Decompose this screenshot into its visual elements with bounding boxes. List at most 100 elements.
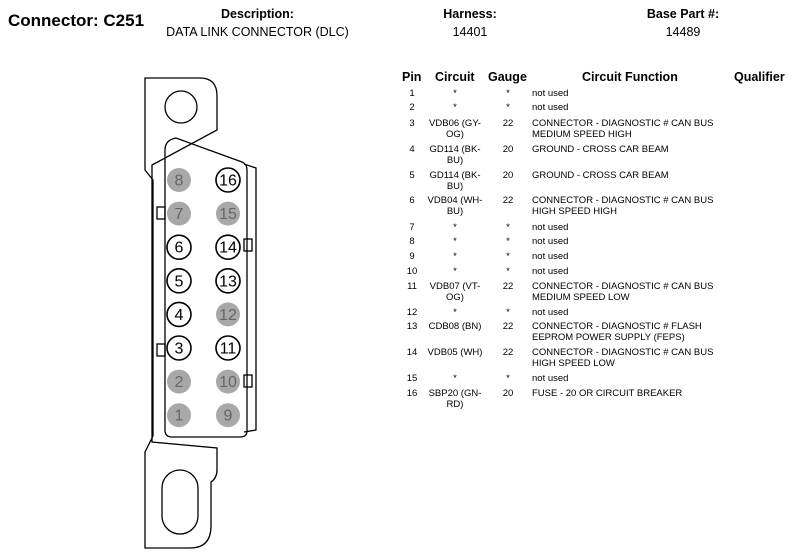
- row-function: not used: [532, 222, 569, 233]
- row-circuit: VDB07 (VT-OG): [429, 281, 481, 303]
- pin-10-circle: [216, 369, 240, 394]
- pin-2-label: 2: [175, 374, 184, 391]
- row-function: GROUND - CROSS CAR BEAM: [532, 144, 669, 155]
- pin-9-circle: [216, 403, 240, 428]
- row-function: CONNECTOR - DIAGNOSTIC # CAN BUS MEDIUM …: [532, 118, 714, 140]
- row-circuit: GD114 (BK-BU): [429, 170, 481, 192]
- row-circuit: *: [453, 88, 457, 99]
- row-function: CONNECTOR - DIAGNOSTIC # CAN BUS HIGH SP…: [532, 195, 714, 217]
- row-gauge: 22: [502, 118, 514, 129]
- row-gauge: 22: [502, 347, 514, 358]
- row-gauge: *: [506, 222, 510, 233]
- row-pin: 9: [409, 251, 415, 262]
- row-circuit: SBP20 (GN-RD): [428, 388, 482, 410]
- pin-7-circle: [167, 201, 191, 226]
- row-function: not used: [532, 307, 569, 318]
- pin-1-circle: [167, 403, 191, 428]
- row-function: CONNECTOR - DIAGNOSTIC # CAN BUS HIGH SP…: [532, 347, 714, 369]
- pin-1-label: 1: [175, 408, 184, 425]
- row-gauge: *: [506, 102, 510, 113]
- pin-12-circle: [216, 302, 240, 327]
- row-pin: 4: [409, 144, 415, 155]
- row-gauge: 22: [502, 281, 514, 292]
- row-function: not used: [532, 236, 569, 247]
- row-pin: 3: [409, 118, 415, 129]
- pin-4-circle: [166, 301, 192, 328]
- row-circuit: VDB04 (WH-BU): [427, 195, 483, 217]
- pin-5-label: 5: [175, 273, 184, 290]
- row-gauge: 20: [502, 144, 514, 155]
- pin-9-label: 9: [224, 408, 233, 425]
- row-pin: 7: [409, 222, 415, 233]
- pin-10-label: 10: [219, 374, 237, 391]
- row-gauge: 20: [502, 170, 514, 181]
- pin-12-label: 12: [219, 307, 237, 324]
- pin-13-label: 13: [219, 273, 237, 290]
- row-circuit: *: [453, 373, 457, 384]
- pin-7-label: 7: [175, 206, 184, 223]
- row-function: not used: [532, 88, 569, 99]
- pin-8-label: 8: [175, 173, 184, 190]
- pin-6-circle: [166, 234, 192, 260]
- row-pin: 11: [407, 281, 417, 292]
- row-circuit: CDB08 (BN): [428, 321, 482, 332]
- row-pin: 14: [406, 347, 418, 358]
- row-pin: 15: [406, 373, 418, 384]
- pin-2-circle: [167, 369, 191, 394]
- pin-13-circle: [215, 267, 241, 294]
- pin-5-circle: [166, 267, 192, 294]
- row-function: FUSE - 20 OR CIRCUIT BREAKER: [532, 388, 683, 399]
- row-pin: 1: [409, 88, 415, 99]
- column-header-gauge: Gauge: [488, 70, 527, 84]
- row-circuit: *: [453, 307, 457, 318]
- row-pin: 8: [409, 236, 415, 247]
- pin-11-label: 11: [220, 341, 237, 358]
- row-gauge: 22: [502, 321, 514, 332]
- row-pin: 10: [406, 266, 418, 277]
- connector-title: Connector: C251: [8, 11, 145, 30]
- connector-outline: [144, 77, 257, 549]
- row-function: CONNECTOR - DIAGNOSTIC # CAN BUS MEDIUM …: [532, 281, 714, 303]
- row-function: CONNECTOR - DIAGNOSTIC # FLASH EEPROM PO…: [532, 321, 702, 343]
- row-circuit: VDB06 (GY-OG): [429, 118, 481, 140]
- row-gauge: *: [506, 307, 510, 318]
- row-pin: 6: [409, 195, 415, 206]
- row-function: not used: [532, 251, 569, 262]
- base-part-label: Base Part #:: [646, 7, 720, 21]
- column-header-function: Circuit Function: [582, 70, 678, 84]
- row-gauge: 20: [502, 388, 514, 399]
- harness-label: Harness:: [443, 7, 497, 21]
- row-function: not used: [532, 373, 569, 384]
- base-part-value: 14489: [665, 25, 701, 39]
- row-gauge: *: [506, 266, 510, 277]
- row-pin: 2: [409, 102, 415, 113]
- row-gauge: *: [506, 236, 510, 247]
- description-value: DATA LINK CONNECTOR (DLC): [166, 25, 349, 39]
- row-function: not used: [532, 102, 569, 113]
- row-gauge: *: [506, 251, 510, 262]
- row-circuit: *: [453, 102, 457, 113]
- row-pin: 12: [406, 307, 418, 318]
- pin-16-circle: [215, 167, 241, 193]
- row-gauge: 22: [502, 195, 514, 206]
- harness-value: 14401: [452, 25, 488, 39]
- pin-8-circle: [167, 168, 191, 192]
- pin-14-circle: [215, 234, 241, 260]
- pin-11-circle: [215, 335, 241, 361]
- description-label: Description:: [221, 7, 294, 21]
- row-circuit: *: [453, 236, 457, 247]
- column-header-qualifier: Qualifier: [734, 70, 785, 84]
- pin-4-label: 4: [175, 307, 184, 324]
- row-function: GROUND - CROSS CAR BEAM: [532, 170, 669, 181]
- row-pin: 13: [406, 321, 418, 332]
- row-gauge: *: [506, 88, 510, 99]
- pin-14-label: 14: [219, 240, 237, 257]
- row-circuit: VDB05 (WH): [427, 347, 483, 358]
- pin-3-label: 3: [175, 341, 184, 358]
- row-function: not used: [532, 266, 569, 277]
- pin-15-label: 15: [219, 206, 237, 223]
- row-circuit: *: [453, 266, 457, 277]
- pin-16-label: 16: [219, 173, 237, 190]
